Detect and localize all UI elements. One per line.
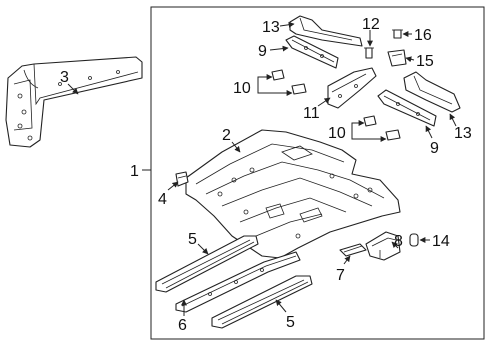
part-10-lower-brackets	[363, 115, 401, 141]
callout-13-lower: 13	[454, 125, 472, 142]
part-2-floor-pan	[185, 129, 401, 259]
callout-14: 14	[432, 233, 450, 250]
part-13-upper-rail	[289, 15, 363, 47]
part-5-upper-sill	[155, 235, 259, 293]
part-10-upper-brackets	[271, 69, 307, 95]
callout-labels: 1 2 3 4 5 5 6 7 8 9 9 10 10 11 12 13 13 …	[60, 16, 472, 334]
callout-16: 16	[414, 27, 432, 44]
callout-13-upper: 13	[262, 19, 280, 36]
leader-lines	[67, 21, 457, 316]
part-14-plug	[409, 233, 419, 247]
part-5-lower-sill	[211, 275, 313, 329]
callout-2: 2	[222, 127, 231, 144]
callout-5-lower: 5	[286, 314, 295, 331]
callout-10-upper: 10	[233, 80, 251, 97]
part-3-rocker-inner-panel	[5, 56, 143, 148]
callout-4: 4	[158, 191, 167, 208]
callout-15: 15	[416, 53, 434, 70]
part-9-upper-reinforcement	[285, 35, 339, 69]
callout-7: 7	[336, 267, 345, 284]
part-15-bracket	[387, 49, 407, 67]
part-9-lower-reinforcement	[377, 89, 437, 127]
callout-8: 8	[394, 233, 403, 250]
callout-6: 6	[178, 317, 187, 334]
callout-9-upper: 9	[258, 43, 267, 60]
part-8-bracket	[365, 231, 401, 261]
callout-5-upper: 5	[188, 231, 197, 248]
callout-9-lower: 9	[430, 140, 439, 157]
part-7-plate	[339, 243, 367, 257]
part-12-bolt	[364, 47, 374, 59]
callout-1: 1	[130, 163, 139, 180]
callout-3: 3	[60, 69, 69, 86]
part-6-rocker-reinforcement	[175, 251, 301, 313]
part-11-crossmember	[327, 67, 377, 109]
assembly-group-frame	[150, 6, 485, 340]
part-16-nut	[392, 29, 403, 39]
callout-12: 12	[362, 16, 380, 33]
callout-11: 11	[303, 105, 320, 122]
part-13-lower-rail	[403, 71, 461, 113]
callout-10-lower: 10	[328, 125, 346, 142]
